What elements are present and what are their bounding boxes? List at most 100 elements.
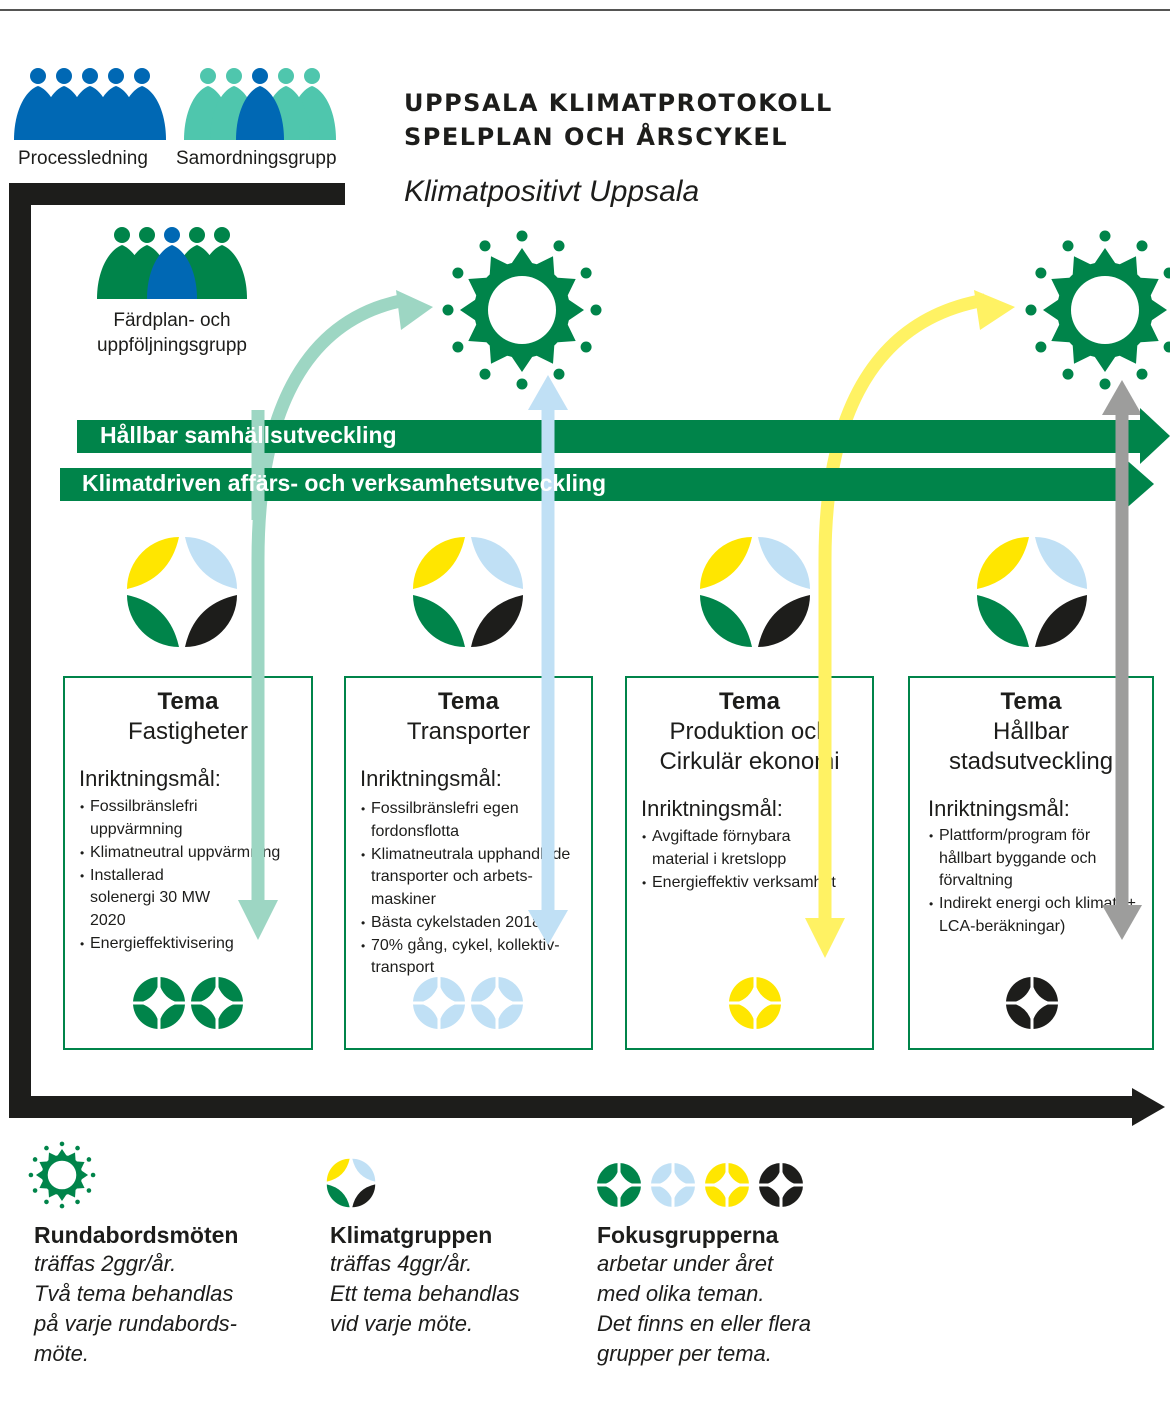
theme-name-line: Fastigheter xyxy=(127,718,249,745)
theme-goal-list: Fossilbränslefri egen fordonsflotta Klim… xyxy=(361,798,591,980)
sun-dot xyxy=(479,240,491,252)
legend-text: träffas 4ggr/år. Ett tema behandlas vid … xyxy=(330,1249,520,1339)
sun-dot xyxy=(86,1157,92,1162)
legend-line: Det finns en eller flera xyxy=(597,1311,811,1336)
petal xyxy=(127,595,179,647)
theme-tema-label: Tema xyxy=(438,688,499,715)
sun-dot xyxy=(1099,230,1111,242)
list-item: Klimatneutrala upphandlade transporter o… xyxy=(361,844,586,912)
sun-dot xyxy=(75,1199,80,1205)
petal xyxy=(471,537,523,589)
climate-group-icon xyxy=(127,537,237,647)
sun-dot xyxy=(44,1145,49,1151)
sun-dot xyxy=(516,230,528,242)
petal xyxy=(352,1184,376,1208)
sun-dot xyxy=(580,341,592,353)
sun-dot xyxy=(32,1188,38,1193)
petal xyxy=(977,595,1029,647)
list-item: 70% gång, cykel, kollektiv-transport xyxy=(361,935,571,980)
sun-icon xyxy=(28,1141,96,1209)
process-group-label: Processledning xyxy=(18,148,148,169)
sun-dot xyxy=(590,304,602,316)
list-item: Plattform/program för hållbart byggande … xyxy=(929,825,1114,893)
theme-box-produktion: Tema Produktion och Cirkulär ekonomi Inr… xyxy=(625,676,874,1050)
legend-line: vid varje möte. xyxy=(330,1311,474,1336)
theme-tema-label: Tema xyxy=(1000,688,1062,715)
roadmap-group-icon xyxy=(97,227,247,299)
roadmap-group-label-line1: Färdplan- och xyxy=(113,310,231,331)
focus-stars-icon xyxy=(597,1163,803,1207)
theme-name: Hållbar stadsutveckling xyxy=(910,717,1152,777)
sun-dot xyxy=(90,1172,96,1178)
sun-dot xyxy=(1136,368,1148,380)
legend-star-icon xyxy=(597,1163,641,1207)
page-title-line2: SPELPLAN OCH ÅRSCYKEL xyxy=(404,123,789,151)
theme-name-line: Produktion och xyxy=(669,718,830,745)
petal xyxy=(471,595,523,647)
sun-dot xyxy=(59,1203,65,1209)
list-item: Installerad solenergi 30 MW 2020 xyxy=(80,865,230,933)
legend-line: arbetar under året xyxy=(597,1251,774,1276)
sun-dot xyxy=(1163,341,1170,353)
theme-tema-label: Tema xyxy=(157,688,219,715)
climate-group-icon xyxy=(977,537,1087,647)
legend-title: Fokusgrupperna xyxy=(597,1222,779,1248)
legend-line: grupper per tema. xyxy=(597,1341,772,1366)
legend-line: Två tema behandlas xyxy=(34,1281,234,1306)
process-group-icon xyxy=(14,68,166,140)
legend-star-icon xyxy=(759,1163,803,1207)
roadmap-group-label: Färdplan- och uppföljningsgrupp xyxy=(80,308,264,358)
sun-dot xyxy=(452,341,464,353)
sun-dot xyxy=(516,378,528,390)
petal xyxy=(977,537,1029,589)
theme-box-stadsutveckling: Tema Hållbar stadsutveckling Inriktnings… xyxy=(908,676,1154,1050)
theme-goal-list: Plattform/program för hållbart byggande … xyxy=(929,825,1149,939)
sun-dot xyxy=(452,267,464,279)
petal xyxy=(127,537,179,589)
petal xyxy=(700,537,752,589)
petal xyxy=(1035,537,1087,589)
petal xyxy=(185,537,237,589)
legend-text: träffas 2ggr/år. Två tema behandlas på v… xyxy=(34,1249,238,1369)
legend-line: möte. xyxy=(34,1341,90,1366)
sun-icon xyxy=(1025,230,1170,390)
climate-group-icon xyxy=(326,1158,376,1208)
legend-line: träffas 2ggr/år. xyxy=(34,1251,177,1276)
climate-group-icon xyxy=(413,537,523,647)
list-item: Avgiftade förnybara material i kretslopp xyxy=(642,826,817,871)
sun-dot xyxy=(59,1141,65,1147)
legend-star-icon xyxy=(651,1163,695,1207)
legend-climate-group: Klimatgruppen träffas 4ggr/år. Ett tema … xyxy=(330,1222,520,1339)
theme-goal-label: Inriktningsmål: xyxy=(79,766,221,791)
theme-name-line: Hållbar xyxy=(992,718,1070,745)
theme-box-fastigheter: Tema Fastigheter Inriktningsmål: Fossilb… xyxy=(63,676,313,1050)
list-item: Fossilbränslefri uppvärmning xyxy=(80,796,200,841)
timeline-frame xyxy=(9,183,1165,1126)
petal xyxy=(1035,595,1087,647)
page-title-line1: UPPSALA KLIMATPROTOKOLL xyxy=(404,89,833,117)
legend-line: på varje rundabords- xyxy=(34,1311,238,1336)
petal xyxy=(352,1158,376,1182)
list-item: Energieffektiv verksamhet xyxy=(642,872,867,895)
petal xyxy=(758,595,810,647)
roadmap-group-label-line2: uppföljningsgrupp xyxy=(96,335,247,356)
petal xyxy=(326,1158,350,1182)
petal xyxy=(326,1184,350,1208)
petal xyxy=(185,595,237,647)
petal xyxy=(413,537,465,589)
petal xyxy=(700,595,752,647)
band-bottom-label: Klimatdriven affärs- och verksamhetsutve… xyxy=(82,470,607,496)
theme-goal-list: Avgiftade förnybara material i kretslopp… xyxy=(642,826,867,895)
band-top-label: Hållbar samhällsutveckling xyxy=(100,422,397,448)
list-item: Energieffektivisering xyxy=(80,933,302,956)
page-title: UPPSALA KLIMATPROTOKOLL SPELPLAN OCH ÅRS… xyxy=(404,86,833,154)
sun-dot xyxy=(442,304,454,316)
legend-title: Rundabordsmöten xyxy=(34,1222,239,1248)
theme-name-line: Transporter xyxy=(406,718,531,745)
theme-goal-label: Inriktningsmål: xyxy=(641,796,783,821)
theme-box-transporter: Tema Transporter Inriktningsmål: Fossilb… xyxy=(344,676,593,1050)
sun-dot xyxy=(75,1145,80,1151)
theme-name: Transporter xyxy=(346,717,591,747)
theme-name-line: Cirkulär ekonomi xyxy=(659,748,840,775)
